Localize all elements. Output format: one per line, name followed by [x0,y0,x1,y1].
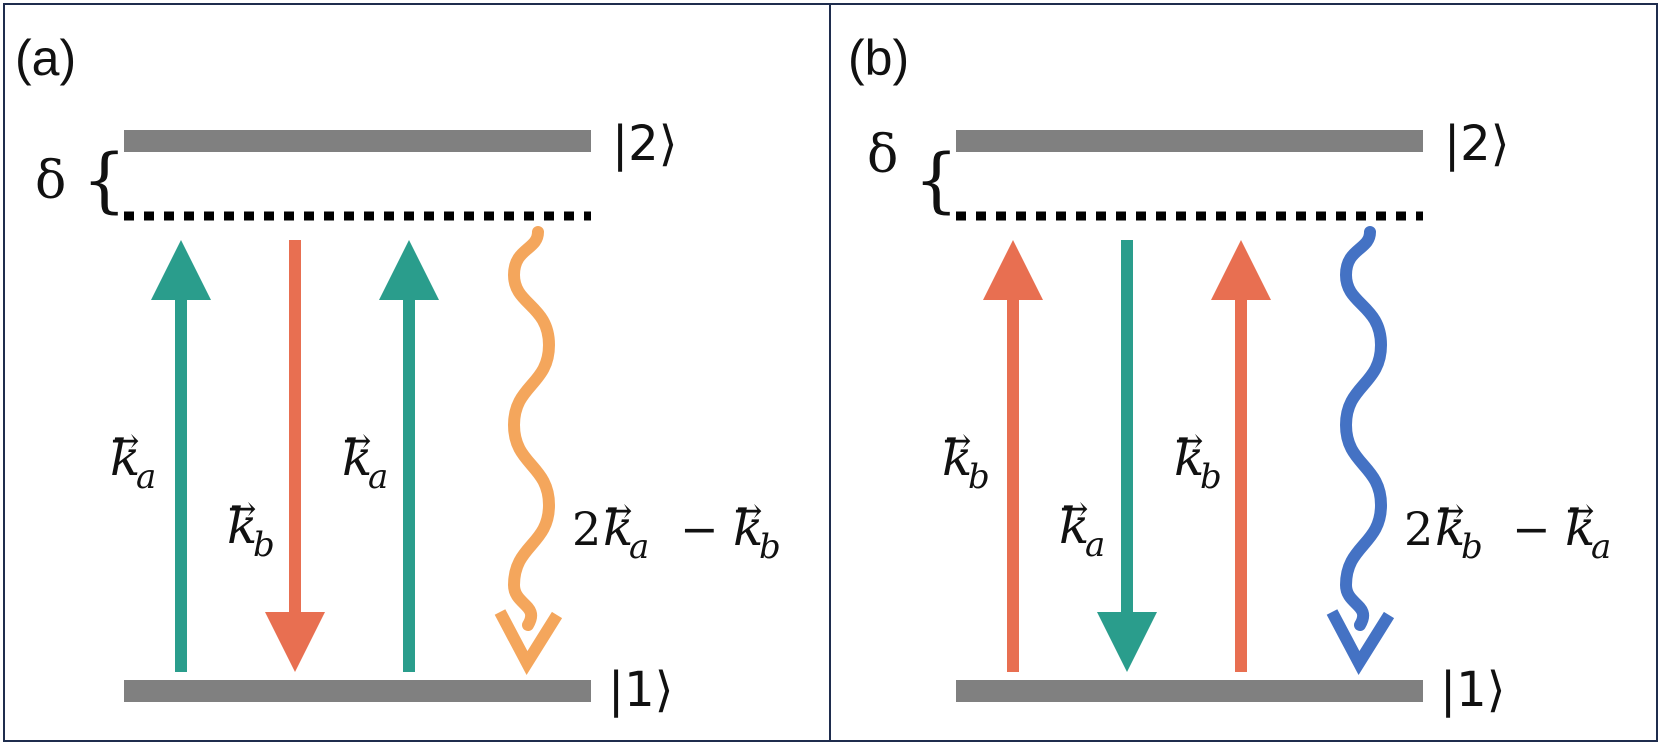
ket-1-a: |1⟩ [608,662,673,718]
panel-a: (a) |2⟩ |1⟩ δ { → k [15,30,781,718]
svg-text:→: → [943,421,972,461]
ket-2-a: |2⟩ [612,116,677,172]
svg-text:k: k [110,429,140,487]
svg-text:→: → [1436,491,1465,531]
svg-text:→: → [228,489,257,529]
svg-text:a: a [629,527,649,567]
label-emission-a: 2 → k a − → k b [572,491,781,567]
ket-2-b: |2⟩ [1444,116,1509,172]
svg-text:→: → [734,491,763,531]
panel-a-label: (a) [15,30,76,86]
svg-text:k: k [942,429,972,487]
svg-text:−: − [680,502,719,556]
label-ka-2-a: → k a [342,421,388,497]
svg-text:→: → [1060,489,1089,529]
delta-label-a: δ [35,151,66,211]
delta-label-b: δ [867,125,898,185]
svg-text:2: 2 [572,502,601,556]
svg-text:→: → [1175,421,1204,461]
level-2-a [124,130,591,152]
svg-text:k: k [603,499,633,557]
beam-ka-up-1-a [151,240,211,672]
svg-text:b: b [1200,457,1222,497]
label-kb-a: → k b [227,489,275,565]
svg-text:→: → [343,421,372,461]
svg-text:−: − [1512,502,1551,556]
level-2-b [956,130,1423,152]
emission-wavy-b [1326,226,1395,676]
svg-text:a: a [1085,525,1105,565]
label-ka-1-a: → k a [110,421,156,497]
svg-text:a: a [1591,527,1611,567]
svg-text:b: b [253,525,275,565]
svg-text:k: k [1435,499,1465,557]
beam-kb-up-2-b [1211,240,1271,672]
level-1-a [124,680,591,702]
svg-text:a: a [368,457,388,497]
beam-kb-down-a [265,240,325,672]
svg-text:k: k [1565,499,1595,557]
brace-a: { [82,139,127,221]
svg-text:k: k [227,497,257,555]
svg-text:b: b [759,527,781,567]
label-kb-2-b: → k b [1174,421,1222,497]
ket-1-b: |1⟩ [1440,662,1505,718]
svg-text:k: k [1174,429,1204,487]
svg-text:a: a [136,457,156,497]
svg-text:→: → [604,491,633,531]
svg-text:b: b [1461,527,1483,567]
svg-text:→: → [111,421,140,461]
svg-text:b: b [968,457,990,497]
emission-wavy-a [494,226,563,676]
label-emission-b: 2 → k b − → k a [1404,491,1611,567]
panel-b-frame [829,3,1658,742]
level-1-b [956,680,1423,702]
beam-ka-up-2-a [379,240,439,672]
label-kb-1-b: → k b [942,421,990,497]
svg-text:k: k [733,499,763,557]
panel-b-label: (b) [848,30,909,86]
svg-text:k: k [342,429,372,487]
svg-text:k: k [1059,497,1089,555]
svg-text:→: → [1566,491,1595,531]
label-ka-b: → k a [1059,489,1105,565]
beam-kb-up-1-b [983,240,1043,672]
panel-a-frame [3,3,831,742]
panel-b: (b) |2⟩ |1⟩ δ { → k b [848,30,1611,718]
brace-b: { [914,139,959,221]
svg-text:2: 2 [1404,502,1433,556]
beam-ka-down-b [1097,240,1157,672]
